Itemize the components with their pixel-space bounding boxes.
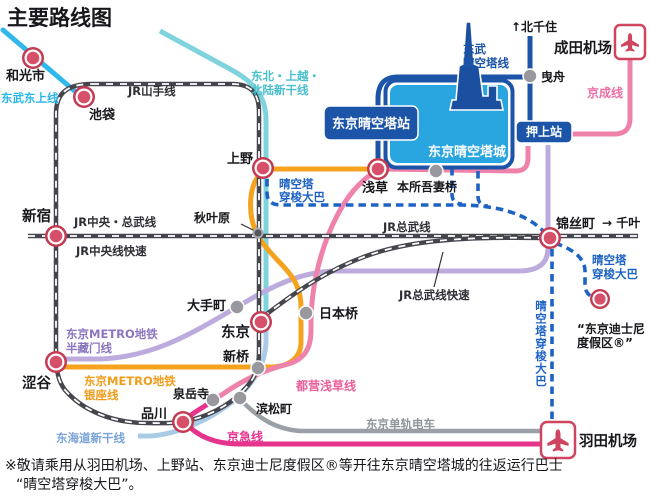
- label-hanzomon-1: 东京METRO地铁: [66, 327, 158, 341]
- station-shimbashi: [250, 360, 266, 376]
- label-shinjuku: 新宿: [22, 207, 51, 225]
- station-wakoshi: [22, 47, 44, 69]
- label-ueno: 上野: [227, 152, 253, 167]
- akihabara-leader: [240, 223, 256, 232]
- label-sengakuji: 泉岳寺: [173, 386, 209, 401]
- label-wakoshi: 和光市: [6, 68, 45, 84]
- label-shuttle-disney-2: 穿梭大巴: [592, 267, 638, 281]
- label-jr-sobu: JR总武线: [382, 220, 431, 234]
- label-shinkansen-ne-1: 东北・上越・: [251, 69, 320, 83]
- station-honjo-azumabashi: [428, 163, 444, 179]
- label-shimbashi: 新桥: [223, 349, 250, 365]
- label-shuttle-ueno-1: 晴空塔: [279, 177, 314, 191]
- line-jr-sobu-rapid: [261, 235, 545, 319]
- label-shuttle-disney-1: 晴空塔: [592, 253, 627, 267]
- shuttle-route-town-stub2: [476, 171, 489, 208]
- label-nihombashi: 日本桥: [319, 306, 359, 322]
- oshiage-label: 押上站: [526, 124, 562, 139]
- station-akihabara: [252, 227, 264, 239]
- label-kinshicho: 锦丝町: [556, 216, 595, 232]
- line-shinkansen-ne: [158, 28, 269, 330]
- label-keikyu: 京急线: [227, 429, 263, 444]
- label-shuttle-ueno-2: 穿梭大巴: [279, 190, 325, 204]
- label-tokyo-monorail: 东京单轨电车: [366, 417, 435, 431]
- label-jr-chuo-rapid: JR中央线快速: [75, 244, 147, 258]
- label-asakusa: 浅草: [362, 180, 388, 196]
- station-ikebukuro: [73, 86, 95, 108]
- station-shibuya: [45, 351, 67, 373]
- station-nihombashi: [298, 305, 314, 321]
- label-kita-senju: ↑北千住: [511, 19, 557, 34]
- line-ginza: [56, 166, 378, 370]
- haneda-airport-box: [539, 420, 577, 460]
- narita-airport-box: [613, 23, 647, 61]
- label-to-chiba: → 千叶: [602, 215, 640, 230]
- label-akihabara: 秋叶原: [194, 210, 230, 225]
- airplane-icon: [621, 33, 639, 52]
- shuttle-route-ueno: [265, 179, 551, 238]
- shuttle-route-town-stub1: [450, 168, 463, 206]
- line-keisei: [572, 59, 633, 137]
- skytree-station-box: 东京晴空塔站: [323, 105, 419, 141]
- station-hamamatsucho: [232, 390, 248, 406]
- label-disney-2: 度假区®”: [577, 335, 633, 350]
- sobu-rapid-leader: [433, 251, 444, 288]
- label-hanzomon-2: 半藏门线: [66, 341, 112, 355]
- station-hikifune: [522, 68, 538, 84]
- note-line2: “晴空塔穿梭大巴”。: [16, 476, 143, 493]
- stop-disney: [590, 289, 610, 309]
- red-stations: [22, 47, 610, 433]
- label-hamamatsucho: 滨松町: [256, 401, 292, 416]
- airplane-icon: [547, 429, 569, 452]
- label-shibuya: 涩谷: [22, 375, 51, 392]
- label-jr-sobu-rapid: JR总武线快速: [398, 288, 470, 302]
- line-hanzomon: [56, 145, 551, 362]
- label-tokaido-shinkansen: 东海道新干线: [56, 431, 125, 445]
- station-tokyo: [250, 311, 272, 333]
- skytree-station-label: 东京晴空塔站: [332, 116, 410, 132]
- label-jr-chuo-sobu: JR中央・总武线: [73, 215, 157, 229]
- station-otemachi: [229, 299, 245, 315]
- label-shinkansen-ne-2: 北陆新干线: [251, 83, 309, 97]
- label-tobu-skytree-2: 晴空塔线: [463, 56, 509, 70]
- label-jr-yamanote: JR山手线: [127, 84, 176, 98]
- station-sengakuji: [205, 392, 221, 408]
- skytree-tower-icon: [449, 21, 504, 111]
- label-haneda: 羽田机场: [579, 432, 637, 450]
- label-shuttle-vertical: 晴空塔穿梭大巴: [534, 300, 548, 388]
- line-tokyo-monorail: [238, 397, 545, 434]
- label-skytree-town: 东京晴空塔城: [428, 144, 506, 160]
- gray-stations: [205, 68, 538, 408]
- label-hikifune: 曳舟: [541, 69, 565, 84]
- label-tobu-skytree-1: 东武: [463, 42, 486, 56]
- station-asakusa: [367, 158, 389, 180]
- label-ikebukuro: 池袋: [89, 107, 116, 123]
- station-kinshicho: [539, 227, 561, 249]
- label-toei-asakusa: 都营浅草线: [295, 378, 356, 393]
- shuttle-route-disney: [554, 241, 598, 301]
- shuttle-bus-routes: [265, 168, 598, 421]
- oshiage-box: 押上站: [515, 120, 573, 144]
- label-tokyo: 东京: [221, 323, 250, 341]
- label-tobu-tojo: 东武东上线: [1, 91, 59, 105]
- label-narita: 成田机场: [554, 39, 612, 57]
- label-otemachi: 大手町: [187, 298, 226, 314]
- label-keisei: 京成线: [587, 85, 623, 100]
- station-ueno: [252, 157, 274, 179]
- label-disney-1: “东京迪士尼: [577, 321, 645, 336]
- station-shinagawa: [172, 411, 194, 433]
- line-toei-asakusa: [211, 146, 531, 404]
- label-ginza-2: 银座线: [84, 388, 119, 402]
- label-honjo-azumabashi: 本所吾妻桥: [397, 179, 458, 194]
- station-shinjuku: [45, 225, 67, 247]
- label-shinagawa: 品川: [141, 407, 167, 422]
- note-line1: ※敬请乘用从羽田机场、上野站、东京迪士尼度假区®等开往东京晴空塔城的往返运行巴士: [5, 457, 563, 474]
- label-ginza-1: 东京METRO地铁: [84, 374, 176, 388]
- page-title: 主要路线图: [7, 6, 112, 30]
- line-tobu-skytree: [375, 74, 530, 164]
